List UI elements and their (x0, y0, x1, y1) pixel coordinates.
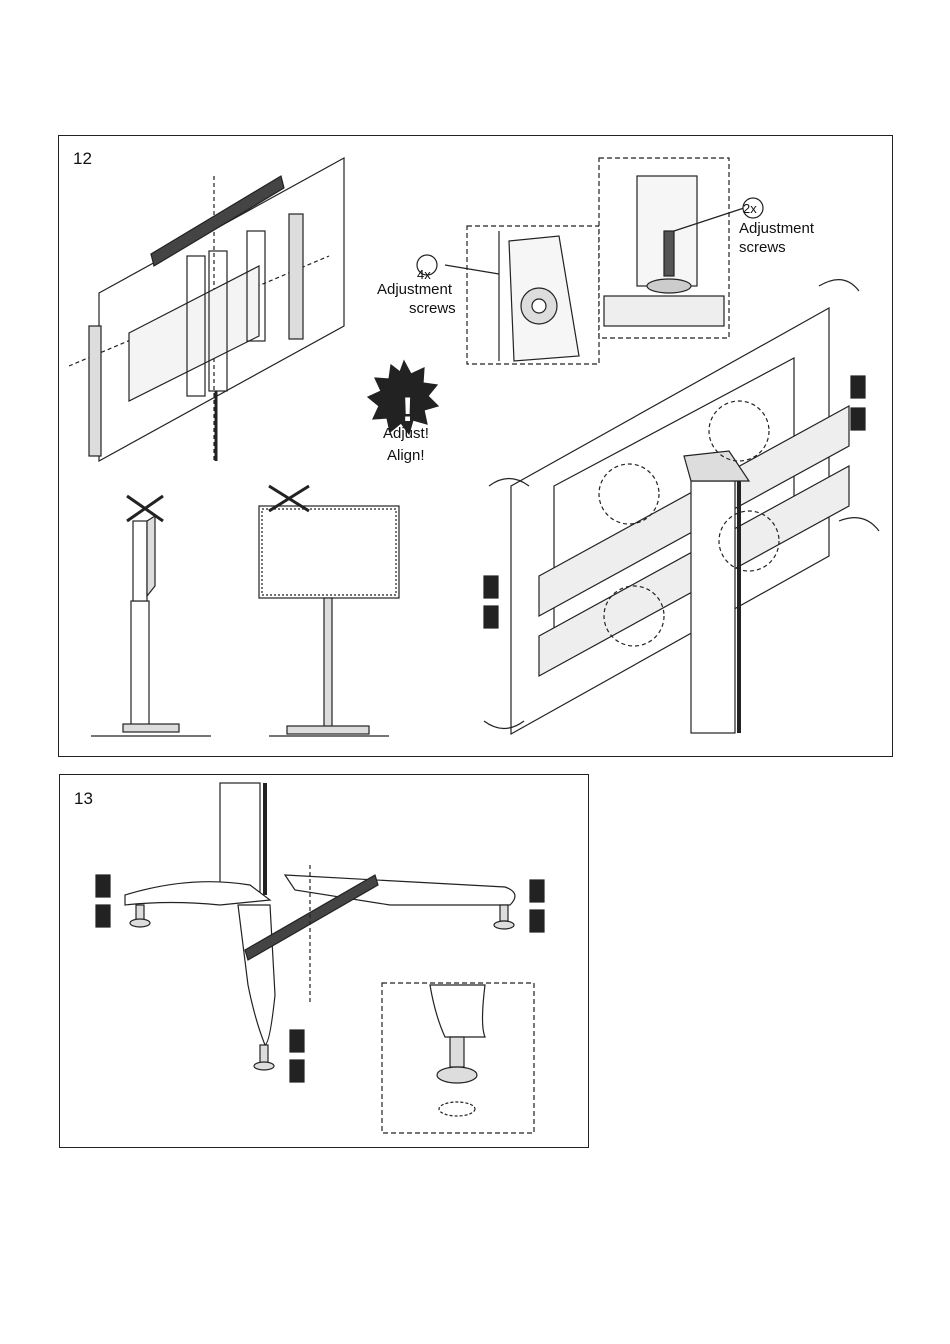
display-back-view (69, 158, 344, 461)
step-12-panel: 12 (58, 135, 893, 757)
callout-2x-line2: screws (739, 238, 786, 257)
warning-line1: Adjust! (383, 424, 429, 443)
front-view-stand (259, 486, 399, 736)
rotate-arrow-icon (819, 280, 859, 291)
warning-line2: Align! (387, 446, 425, 465)
display-with-mount (511, 308, 849, 734)
foot-detail-box (382, 983, 534, 1133)
callout-4x-line2: screws (409, 299, 456, 318)
column (220, 783, 265, 895)
step-13-panel: 13 (59, 774, 589, 1148)
side-view-stand (91, 496, 211, 736)
callout-2x-line1: Adjustment (739, 219, 814, 238)
callout-4x-line1: Adjustment (377, 280, 452, 299)
rotate-arrow-icon (839, 518, 879, 531)
step-13-illustration (60, 775, 590, 1149)
callout-2x-count: 2x (743, 199, 757, 218)
